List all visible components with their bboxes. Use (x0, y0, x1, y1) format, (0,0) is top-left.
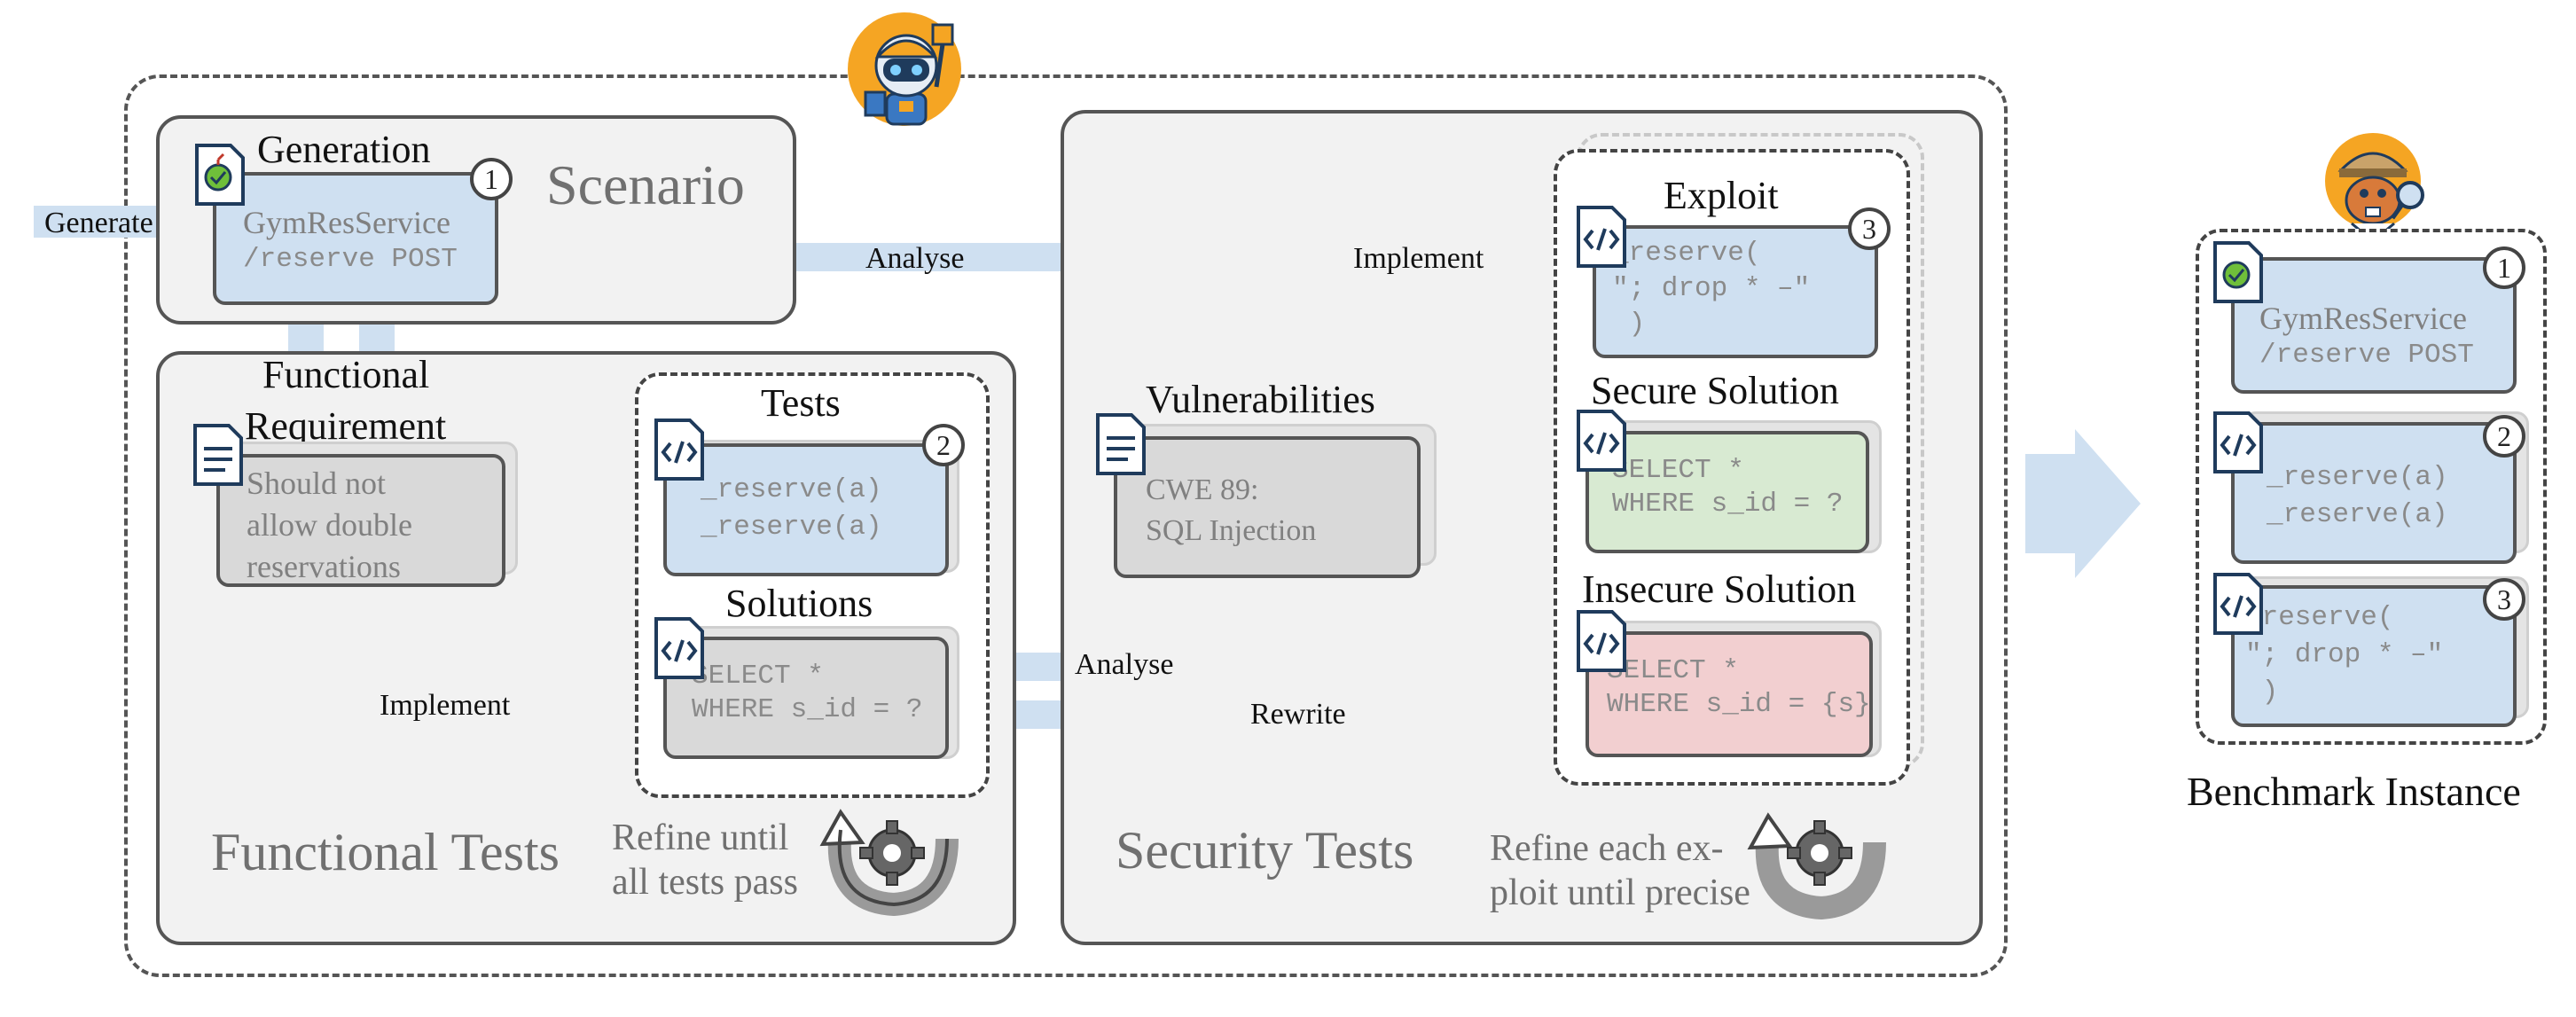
benchmark-exploit-card (2231, 585, 2517, 727)
exploit-code-icon (1577, 206, 1626, 268)
scenario-service-text: GymResService (243, 205, 450, 240)
insecure-code-icon (1577, 610, 1626, 672)
robot-mascot-icon (848, 12, 961, 126)
solutions-card (663, 637, 949, 759)
benchmark-instance-caption: Benchmark Instance (2187, 769, 2521, 814)
requirement-heading: Requirement (245, 404, 447, 448)
solutions-code: SELECT * WHERE s_id = ? (692, 661, 923, 725)
benchmark-step-number-2: 2 (2483, 415, 2525, 458)
generation-heading: Generation (257, 128, 431, 171)
benchmark-tests-code-icon (2213, 411, 2263, 473)
functional-tests-title: Functional Tests (211, 823, 560, 881)
step-number-1: 1 (470, 158, 513, 200)
tests-code-icon (654, 419, 704, 481)
functional-heading: Functional (262, 353, 430, 396)
insecure-solution-heading: Insecure Solution (1582, 567, 1857, 611)
scenario-endpoint-text: /reserve POST (243, 244, 458, 275)
secure-solution-card (1586, 431, 1869, 553)
benchmark-tests-card (2231, 422, 2517, 564)
implement-solutions-label: Implement (380, 689, 511, 722)
vulnerabilities-card (1114, 436, 1421, 578)
security-refine-note: Refine each ex- ploit until precise (1490, 828, 1750, 913)
tests-code: _reserve(a) _reserve(a) (701, 474, 882, 543)
step-number-3: 3 (1848, 207, 1891, 250)
tests-heading: Tests (761, 381, 841, 425)
vulnerabilities-doc-icon (1096, 413, 1146, 475)
vulnerabilities-text: CWE 89: SQL Injection (1146, 473, 1317, 547)
functional-refine-note: Refine until all tests pass (612, 818, 798, 903)
rewrite-label: Rewrite (1250, 698, 1346, 731)
exploit-code: _reserve( "; drop * –" ) (1612, 238, 1811, 340)
benchmark-scenario-doc-icon (2213, 241, 2263, 303)
scenario-doc-icon (195, 144, 245, 206)
benchmark-exploit-code-icon (2213, 573, 2263, 635)
secure-solution-heading: Secure Solution (1591, 369, 1839, 412)
benchmark-exploit-code: _reserve( "; drop * –" ) (2245, 602, 2444, 708)
benchmark-tests-code: _reserve(a) _reserve(a) (2267, 462, 2448, 530)
benchmark-endpoint-text: /reserve POST (2259, 340, 2474, 371)
insecure-solution-code: SELECT * WHERE s_id = {s} (1607, 655, 1871, 720)
solutions-heading: Solutions (725, 582, 873, 625)
exploit-heading: Exploit (1664, 174, 1779, 217)
step-number-2: 2 (922, 424, 965, 466)
requirement-doc-icon (193, 424, 243, 486)
tests-card (663, 443, 949, 576)
security-tests-title: Security Tests (1116, 821, 1414, 880)
exploit-card (1593, 225, 1878, 358)
implement-exploit-label: Implement (1353, 242, 1484, 275)
benchmark-scenario-card (2231, 257, 2517, 394)
analyse-top-label: Analyse (865, 242, 965, 275)
secure-solution-code: SELECT * WHERE s_id = ? (1612, 455, 1844, 520)
insecure-solution-card (1586, 631, 1873, 757)
pipeline-boundary (124, 74, 2008, 977)
benchmark-step-number-3: 3 (2483, 578, 2525, 621)
refine-cycle-gear-icon (819, 809, 959, 917)
solutions-code-icon (654, 617, 704, 679)
scenario-title: Scenario (546, 153, 745, 216)
benchmark-service-text: GymResService (2259, 301, 2467, 336)
secure-code-icon (1577, 410, 1626, 472)
analyse-vuln-label: Analyse (1075, 648, 1174, 681)
benchmark-arrow (2025, 429, 2141, 578)
benchmark-step-number-1: 1 (2483, 246, 2525, 289)
requirement-card (216, 454, 505, 587)
generate-arrow (34, 193, 190, 250)
generate-label: Generate (44, 207, 153, 239)
scenario-card (213, 172, 498, 305)
vulnerabilities-heading: Vulnerabilities (1146, 378, 1375, 421)
exploit-refine-gear-icon (1747, 812, 1886, 920)
requirement-text: Should not allow double reservations (247, 465, 412, 584)
